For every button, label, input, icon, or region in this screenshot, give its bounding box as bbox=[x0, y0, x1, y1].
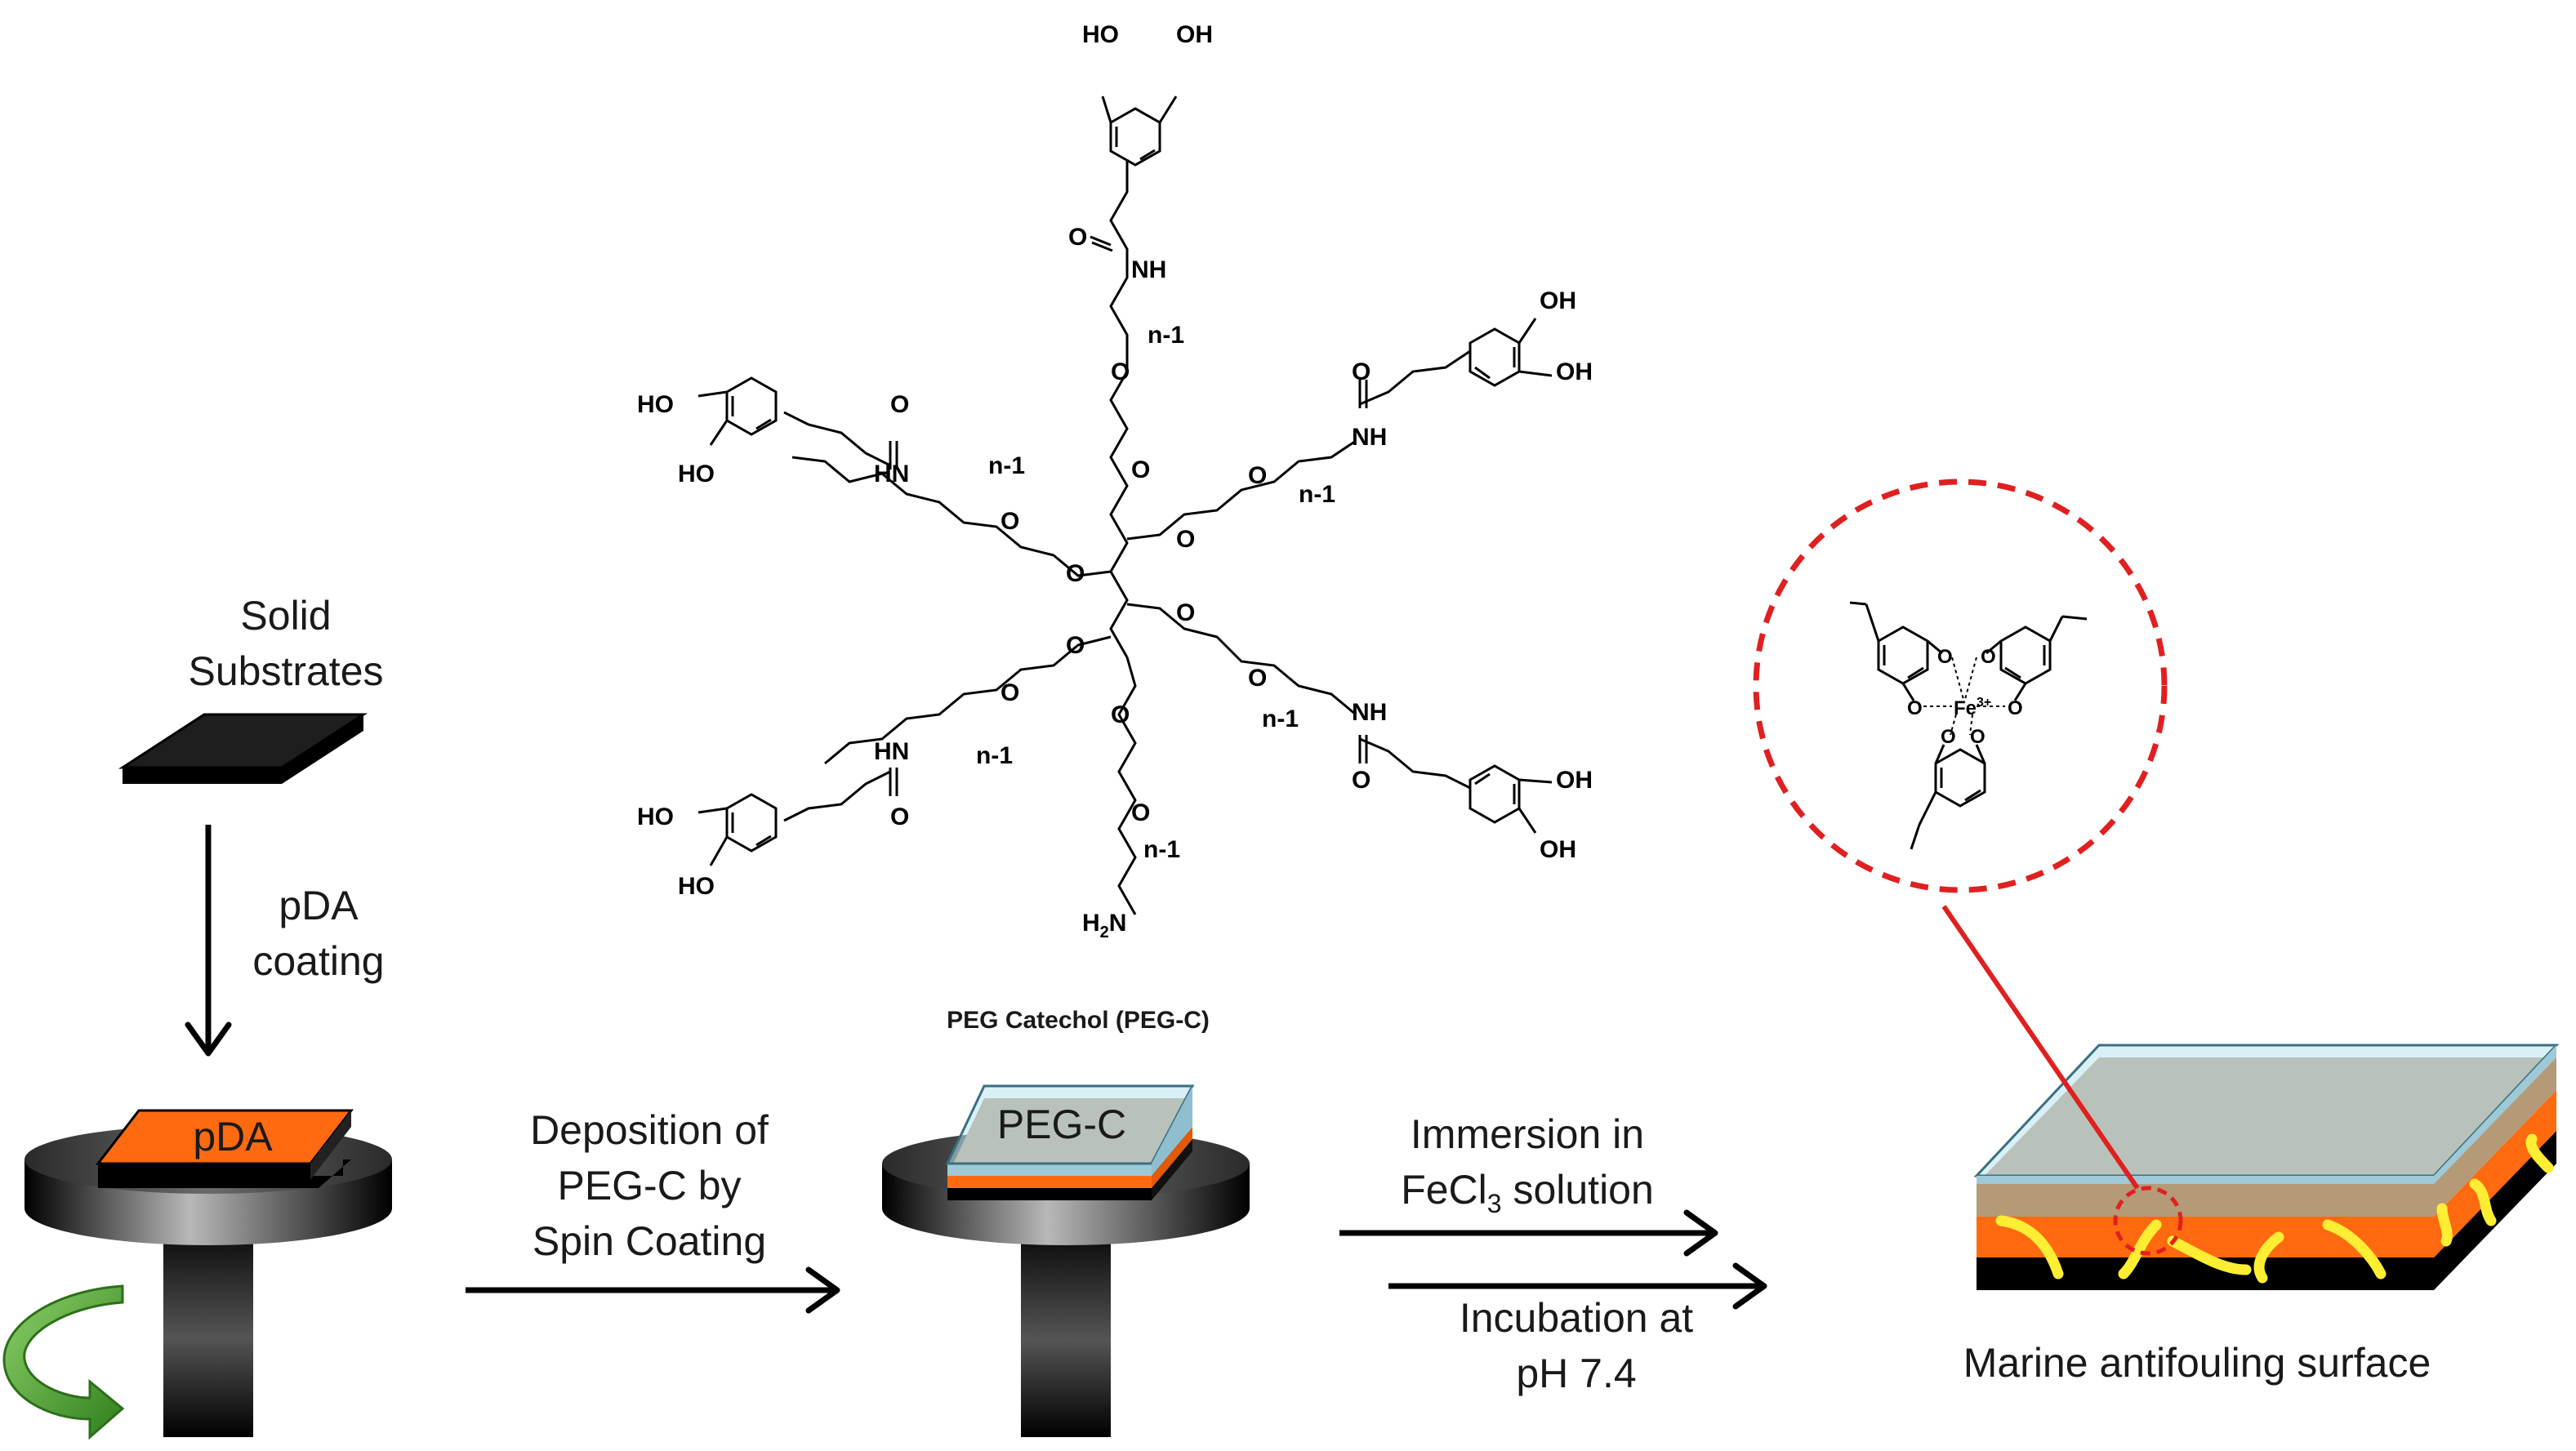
chem-n1: n-1 bbox=[1299, 481, 1335, 508]
chem-o: O bbox=[1970, 726, 1985, 748]
spin-coater-2 bbox=[882, 1084, 1250, 1437]
chem-ho: HO bbox=[678, 461, 715, 487]
peg-catechol-structure bbox=[697, 96, 1553, 915]
solid-substrates-label: Solid Substrates bbox=[131, 588, 441, 699]
chem-o: O bbox=[1941, 726, 1956, 748]
chem-oh: OH bbox=[1540, 836, 1576, 863]
chem-o: O bbox=[1352, 358, 1370, 385]
chem-ho: HO bbox=[637, 391, 674, 418]
pda-layer-label: pDA bbox=[193, 1114, 273, 1159]
chem-n1: n-1 bbox=[1143, 836, 1180, 863]
fe-catechol-complex bbox=[1849, 601, 2088, 850]
spin-coat-arrow bbox=[466, 1266, 840, 1314]
chem-o: O bbox=[1352, 767, 1370, 794]
zoom-circle bbox=[1753, 478, 2168, 893]
chem-nh: NH bbox=[1352, 699, 1387, 726]
chem-o: O bbox=[1131, 456, 1150, 483]
marine-antifouling-label: Marine antifouling surface bbox=[1963, 1340, 2431, 1386]
deposition-line1: Deposition of bbox=[530, 1107, 769, 1153]
pegc-layer-label: PEG-C bbox=[996, 1102, 1127, 1147]
chem-n1: n-1 bbox=[988, 452, 1025, 479]
chem-oh: OH bbox=[1556, 767, 1593, 794]
chem-oh: OH bbox=[1176, 21, 1213, 48]
immersion-line1: Immersion in bbox=[1410, 1111, 1645, 1157]
chem-o: O bbox=[1248, 665, 1267, 692]
chem-o: O bbox=[890, 391, 909, 418]
chem-o: O bbox=[2008, 697, 2023, 719]
chem-fe: Fe3+ bbox=[1954, 696, 1991, 719]
chem-o: O bbox=[1248, 462, 1267, 489]
marine-antifouling-slab bbox=[1973, 1044, 2560, 1290]
chem-h2n: H2N bbox=[1082, 910, 1126, 941]
incubation-line1: Incubation at bbox=[1459, 1295, 1694, 1341]
pda-coating-arrow bbox=[185, 825, 232, 1057]
chem-o: O bbox=[1001, 679, 1019, 706]
chem-o: O bbox=[1066, 632, 1085, 659]
immersion-label: Immersion in FeCl3 solution bbox=[1339, 1106, 1715, 1231]
peg-catechol-caption: PEG Catechol (PEG-C) bbox=[947, 1007, 1210, 1034]
deposition-line3: Spin Coating bbox=[532, 1218, 767, 1264]
immersion-line2: FeCl3 solution bbox=[1401, 1167, 1654, 1218]
chem-n1: n-1 bbox=[1262, 705, 1299, 732]
chem-o: O bbox=[1176, 526, 1195, 553]
chem-o: O bbox=[1907, 697, 1923, 719]
spin-coater-1 bbox=[25, 1109, 392, 1437]
incubation-line2: pH 7.4 bbox=[1516, 1351, 1637, 1396]
solid-substrates-line1: Solid bbox=[240, 593, 332, 639]
immersion-arrow bbox=[1339, 1209, 1718, 1257]
chem-o: O bbox=[1937, 646, 1953, 668]
chem-o: O bbox=[1001, 508, 1019, 535]
solid-substrates-line2: Substrates bbox=[188, 648, 384, 694]
chem-o: O bbox=[1068, 224, 1087, 251]
incubation-arrow bbox=[1388, 1262, 1767, 1310]
chem-hn: HN bbox=[874, 738, 909, 765]
peg-catechol-atom-labels: HO OH O NH n-1 O O HO HO O HN n-1 O O O … bbox=[637, 21, 1593, 941]
deposition-line2: PEG-C by bbox=[557, 1163, 742, 1208]
chem-ho: HO bbox=[1082, 21, 1119, 48]
chem-ho: HO bbox=[678, 873, 715, 900]
chem-hn: HN bbox=[874, 461, 909, 487]
chem-oh: OH bbox=[1540, 287, 1576, 314]
deposition-label: Deposition of PEG-C by Spin Coating bbox=[482, 1102, 817, 1269]
chem-o: O bbox=[1176, 599, 1195, 626]
zoom-connector bbox=[1941, 905, 2140, 1190]
chem-o: O bbox=[1981, 646, 1996, 668]
chem-o: O bbox=[1131, 799, 1150, 826]
chem-o: O bbox=[1111, 701, 1130, 728]
chem-nh: NH bbox=[1131, 256, 1166, 283]
pda-coating-line1: pDA bbox=[279, 883, 359, 928]
chem-o: O bbox=[890, 803, 909, 830]
chem-nh: NH bbox=[1352, 424, 1387, 451]
chem-n1: n-1 bbox=[1148, 322, 1184, 349]
pda-coating-label: pDA coating bbox=[221, 878, 417, 989]
chem-o: O bbox=[1066, 560, 1085, 587]
chem-o: O bbox=[1111, 358, 1130, 385]
fe-complex-labels: O O O O O O Fe3+ bbox=[1907, 646, 2023, 748]
chem-oh: OH bbox=[1556, 358, 1593, 385]
incubation-label: Incubation at pH 7.4 bbox=[1405, 1290, 1748, 1401]
chem-ho: HO bbox=[637, 803, 674, 830]
rotation-arrow-icon bbox=[2, 1284, 125, 1440]
pda-coating-line2: coating bbox=[252, 938, 385, 984]
solid-substrate-slab bbox=[118, 713, 368, 784]
chem-n1: n-1 bbox=[976, 742, 1013, 769]
